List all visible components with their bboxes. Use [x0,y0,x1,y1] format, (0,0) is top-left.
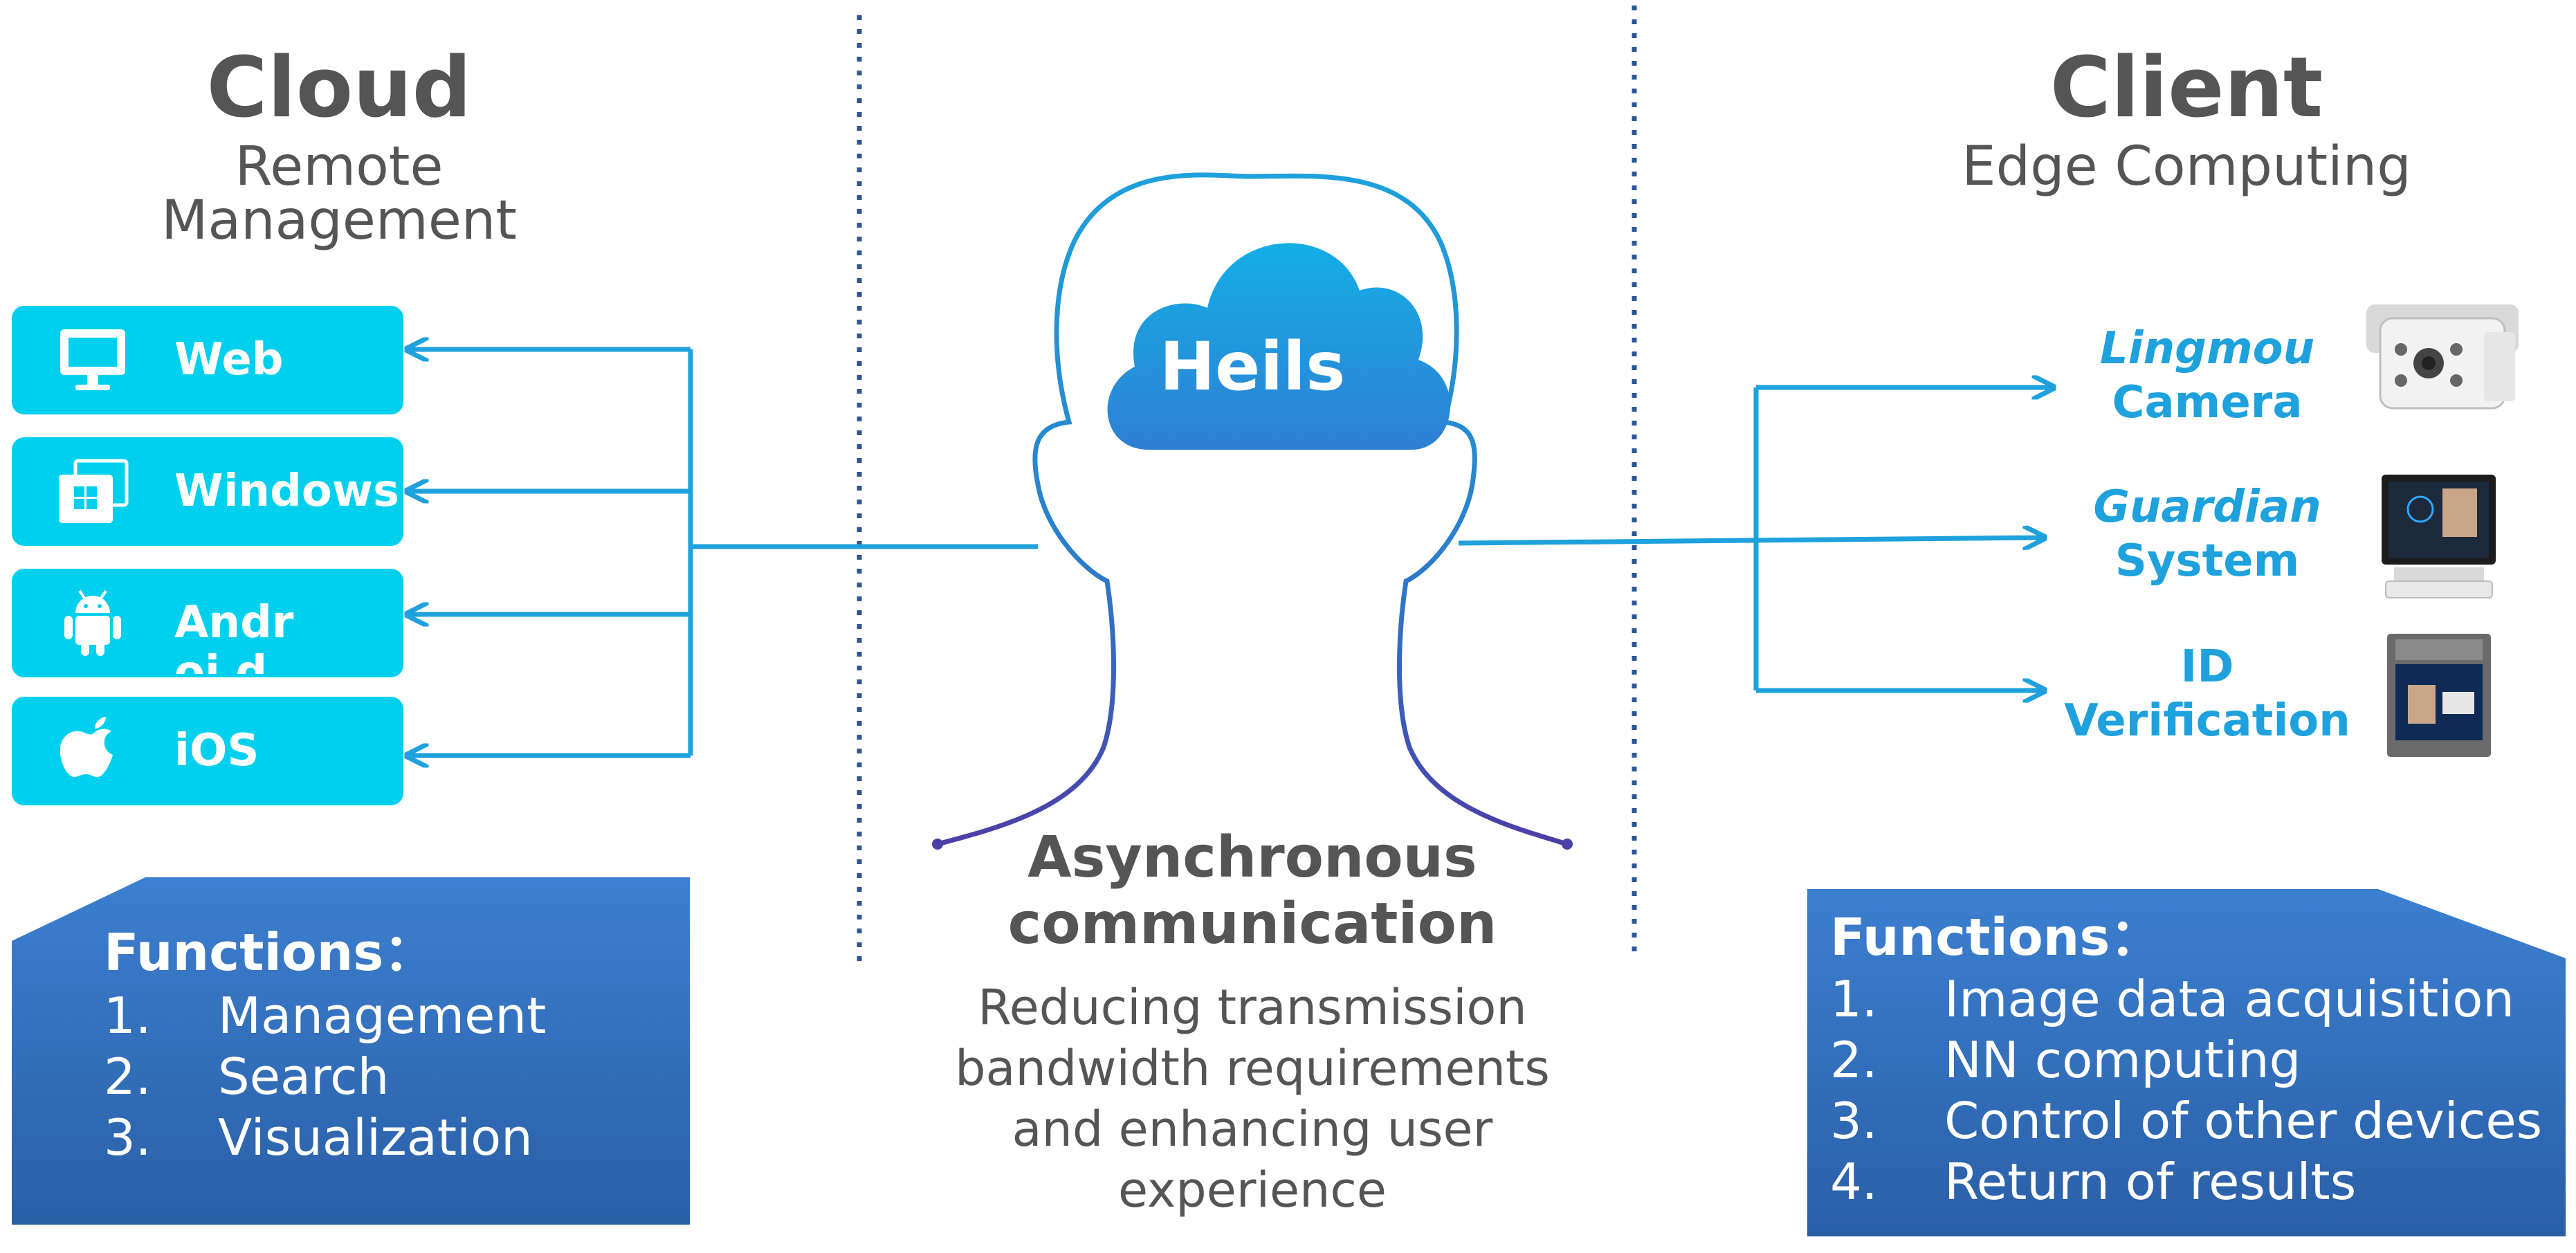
monitor-icon [60,329,125,390]
platform-android[interactable]: Androi d [12,569,403,677]
platform-windows[interactable]: Windows [12,437,403,546]
android-icon [64,589,121,656]
client-function-item: 1.Image data acquisition [1830,970,2514,1028]
platform-ios[interactable]: iOS [12,697,403,805]
apple-icon [60,717,113,778]
client-function-item: 3.Control of other devices [1830,1092,2543,1150]
cloud-subtitle: Remote Management [161,136,517,252]
device-guardian-system[interactable]: Guardian System [2093,482,2321,587]
device-id-verification[interactable]: ID Verification [2064,641,2350,747]
cloud-function-item: 1.Management [104,987,547,1045]
client-functions: Functions： 1.Image data acquisition 2.NN… [1830,912,2564,1212]
head-outline [937,172,1569,847]
client-function-item: 4.Return of results [1830,1153,2357,1211]
device-lingmou-camera[interactable]: Lingmou Camera [2099,323,2315,428]
center-description: Reducing transmission bandwidth requirem… [955,979,1550,1218]
platform-android-label: Androi d [174,598,294,674]
cloud-functions-box-shape [12,877,690,1225]
client-subtitle: Edge Computing [1962,136,2411,198]
heils-cloud-icon [1107,243,1451,450]
client-functions-box-shape [1807,889,2566,1236]
platform-web-label: Web [174,334,284,385]
id-verification-terminal-icon [2387,634,2491,757]
client-function-item: 2.NN computing [1830,1031,2301,1089]
cloud-function-item: 3.Visualization [104,1108,533,1167]
windows-icon [59,459,129,523]
platform-windows-label: Windows [174,466,400,517]
cloud-functions-heading: Functions： [104,923,435,982]
bullet-camera-icon [2366,304,2519,410]
cloud-title: Cloud [206,40,472,136]
cloud-functions: Functions： 1.Management 2.Search 3.Visua… [104,927,685,1168]
platform-web[interactable]: Web [12,306,403,414]
client-functions-heading: Functions： [1830,908,2162,967]
client-title: Client [2049,40,2323,136]
client-connector [1458,387,2054,690]
face-terminal-icon [2382,475,2496,598]
center-title: Asynchronous communication [1007,825,1497,957]
heils-brand: Heils [1159,328,1346,405]
cloud-function-item: 2.Search [104,1048,390,1106]
platform-ios-label: iOS [174,725,259,776]
cloud-connector [407,349,1038,756]
